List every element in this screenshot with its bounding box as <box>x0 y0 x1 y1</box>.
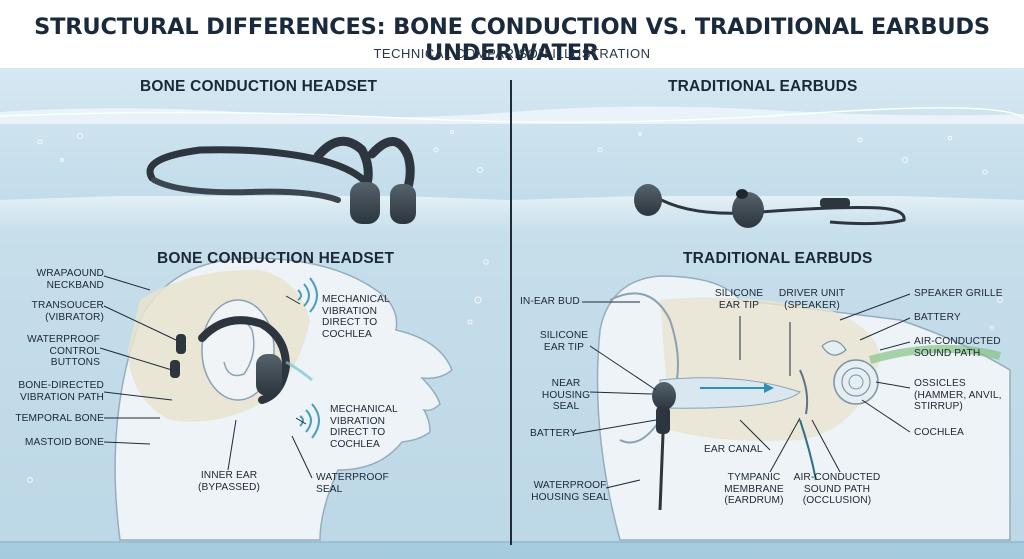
label-transducer: TRANSOUCER (VIBRATOR) <box>31 300 104 323</box>
label-tympanic-membrane: TYMPANIC MEMBRANE (EARDRUM) <box>724 472 784 506</box>
label-mechanical-vibration-lower: MECHANICAL VIBRATION DIRECT TO COCHLEA <box>330 404 398 450</box>
traditional-earbuds-illustration <box>634 184 906 228</box>
label-battery-left: BATTERY <box>530 428 577 439</box>
right-leader-lines <box>573 293 911 489</box>
label-speaker-grille: SPEAKER GRILLE <box>914 288 1003 299</box>
label-ear-canal: EAR CANAL <box>704 444 763 455</box>
bone-conduction-headset-illustration <box>146 136 416 224</box>
label-cochlea: COCHLEA <box>914 427 964 438</box>
label-vibration-path: BONE-DIRECTED VIBRATION PATH <box>18 380 104 403</box>
page-subtitle: TECHNICAL COMPARISON ILLUSTRATION <box>373 46 651 61</box>
label-silicone-ear-tip-left: SILICONE EAR TIP <box>539 330 589 353</box>
underwater-scene <box>0 68 1024 559</box>
label-mechanical-vibration-upper: MECHANICAL VIBRATION DIRECT TO COCHLEA <box>322 294 390 340</box>
label-control-buttons: WATERPROOF CONTROL BUTTONS <box>27 334 100 368</box>
left-leader-lines <box>99 275 313 479</box>
label-wraparound-neckband: WRAPAOUND NECKBAND <box>36 268 104 291</box>
left-panel-subtitle: BONE CONDUCTION HEADSET <box>157 250 395 267</box>
label-driver-unit: DRIVER UNIT (SPEAKER) <box>778 288 846 311</box>
panel-divider <box>510 80 512 545</box>
header: STRUCTURAL DIFFERENCES: BONE CONDUCTION … <box>0 0 1024 68</box>
label-waterproof-housing-seal: WATERPROOF HOUSING SEAL <box>531 480 609 503</box>
label-waterproof-seal: WATERPROOF SEAL <box>316 472 389 495</box>
label-silicone-ear-tip-top: SILICONE EAR TIP <box>714 288 764 311</box>
right-panel-title: TRADITIONAL EARBUDS <box>668 78 858 95</box>
head-cross-section <box>114 257 453 541</box>
left-panel-title: BONE CONDUCTION HEADSET <box>140 78 378 95</box>
label-mastoid-bone: MASTOID BONE <box>24 437 104 448</box>
label-in-ear-bud: IN-EAR BUD <box>520 296 580 307</box>
label-temporal-bone: TEMPORAL BONE <box>15 413 104 424</box>
label-air-conducted-path: AIR-CONDUCTED SOUND PATH <box>914 336 1001 359</box>
label-air-conducted-occlusion: AIR-CONDUCTED SOUND PATH (OCCLUSION) <box>793 472 881 506</box>
label-inner-ear: INNER EAR (BYPASSED) <box>198 470 260 493</box>
ear-cross-section <box>596 275 1011 541</box>
label-near-housing-seal: NEAR HOUSING SEAL <box>541 378 591 412</box>
label-battery-right: BATTERY <box>914 312 961 323</box>
page-title: STRUCTURAL DIFFERENCES: BONE CONDUCTION … <box>34 14 990 66</box>
label-ossicles: OSSICLES (HAMMER, ANVIL, STIRRUP) <box>914 378 1002 412</box>
right-panel-subtitle: TRADITIONAL EARBUDS <box>683 250 873 267</box>
